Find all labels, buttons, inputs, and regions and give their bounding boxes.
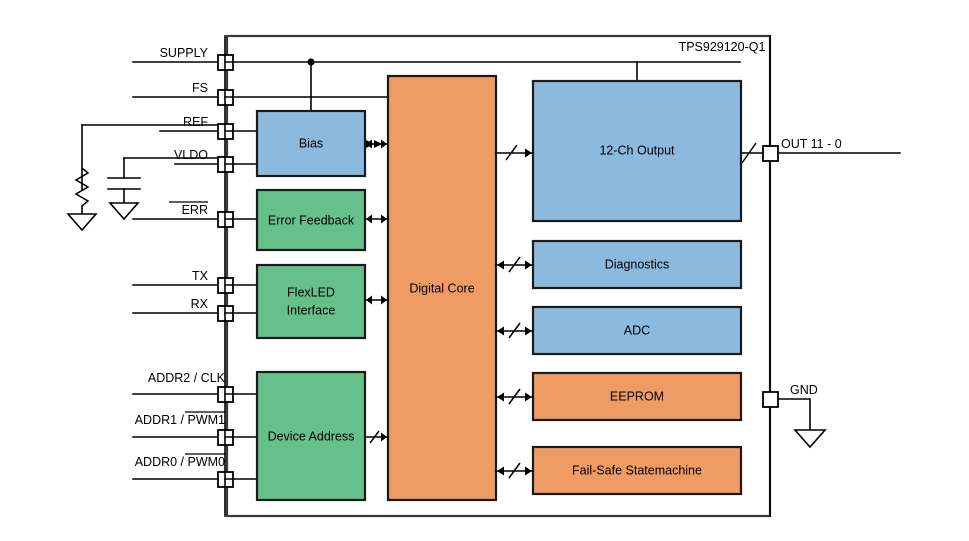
pin-label-out: OUT 11 - 0 xyxy=(781,137,842,151)
connector-digital-core-eeprom xyxy=(495,388,534,405)
pin-label-supply: SUPPLY xyxy=(160,46,209,60)
block-label-flexled-line1: FlexLED xyxy=(287,285,335,299)
connector-device-address-digital-core xyxy=(364,430,389,444)
block-12ch-output[interactable] xyxy=(531,79,743,223)
block-label-eeprom: EEPROM xyxy=(610,389,664,403)
pin-label-addr0-pwm0-bar: PWM0 xyxy=(188,455,226,469)
connector-error-feedback-digital-core xyxy=(364,214,389,224)
block-digital-core[interactable] xyxy=(386,74,498,502)
block-label-device-address: Device Address xyxy=(268,429,355,443)
vldo-ground-icon xyxy=(108,202,140,221)
bus-slash-adc xyxy=(508,322,521,339)
bus-slash-eeprom xyxy=(508,388,521,405)
block-label-adc: ADC xyxy=(624,323,650,337)
block-label-fail-safe-statemachine: Fail-Safe Statemachine xyxy=(572,463,702,477)
block-label-diagnostics: Diagnostics xyxy=(605,257,670,271)
pin-label-addr0-pwm0: ADDR0 / PWM0 xyxy=(135,455,225,469)
connector-bias-digital-core xyxy=(364,139,389,149)
pin-label-gnd: GND xyxy=(790,383,818,397)
gnd-ground-icon xyxy=(793,429,827,449)
gnd-external-wire xyxy=(777,398,811,431)
pin-label-addr1-pwm1: ADDR1 / PWM1 xyxy=(135,413,225,427)
pin-label-rx: RX xyxy=(191,297,209,311)
connector-digital-core-diagnostics xyxy=(495,256,534,273)
block-label-bias: Bias xyxy=(299,136,323,150)
ref-ground-icon xyxy=(66,213,98,232)
block-flexled-interface[interactable] xyxy=(255,263,367,340)
pin-square-out[interactable] xyxy=(762,145,779,162)
pin-label-err: ERR xyxy=(182,203,208,217)
vldo-capacitor-icon xyxy=(107,177,141,204)
connector-digital-core-fail-safe xyxy=(495,462,534,479)
block-label-12ch-output: 12-Ch Output xyxy=(599,143,675,157)
pin-label-addr1-pwm1-bar: PWM1 xyxy=(188,413,226,427)
ref-resistor-icon xyxy=(74,167,90,215)
bus-slash-out xyxy=(741,142,757,164)
block-label-digital-core: Digital Core xyxy=(409,281,474,295)
block-label-flexled-line2: Interface xyxy=(287,303,336,317)
bus-slash-12ch-output xyxy=(505,144,518,161)
pin-square-gnd[interactable] xyxy=(762,391,779,408)
bus-slash-device-address xyxy=(369,430,380,444)
connector-flexled-digital-core xyxy=(364,295,389,305)
pin-label-addr0-prefix: ADDR0 / xyxy=(135,455,188,469)
pin-label-addr2-clk: ADDR2 / CLK xyxy=(148,371,226,385)
block-label-error-feedback: Error Feedback xyxy=(268,213,355,227)
block-device-address[interactable] xyxy=(255,370,367,502)
pin-label-addr1-prefix: ADDR1 / xyxy=(135,413,188,427)
chip-title: TPS929120-Q1 xyxy=(679,40,766,54)
block-error-feedback[interactable] xyxy=(255,188,367,252)
block-adc[interactable] xyxy=(531,305,743,356)
pin-label-vldo: VLDO xyxy=(174,148,208,162)
pin-label-tx: TX xyxy=(192,269,209,283)
pin-label-ref: REF xyxy=(183,115,208,129)
bus-slash-fail-safe xyxy=(508,462,521,479)
block-eeprom[interactable] xyxy=(531,371,743,422)
block-bias[interactable] xyxy=(255,109,367,178)
connector-digital-core-12ch-output xyxy=(495,144,534,161)
bus-slash-diagnostics xyxy=(508,256,521,273)
connector-digital-core-adc xyxy=(495,322,534,339)
pin-label-fs: FS xyxy=(192,81,208,95)
